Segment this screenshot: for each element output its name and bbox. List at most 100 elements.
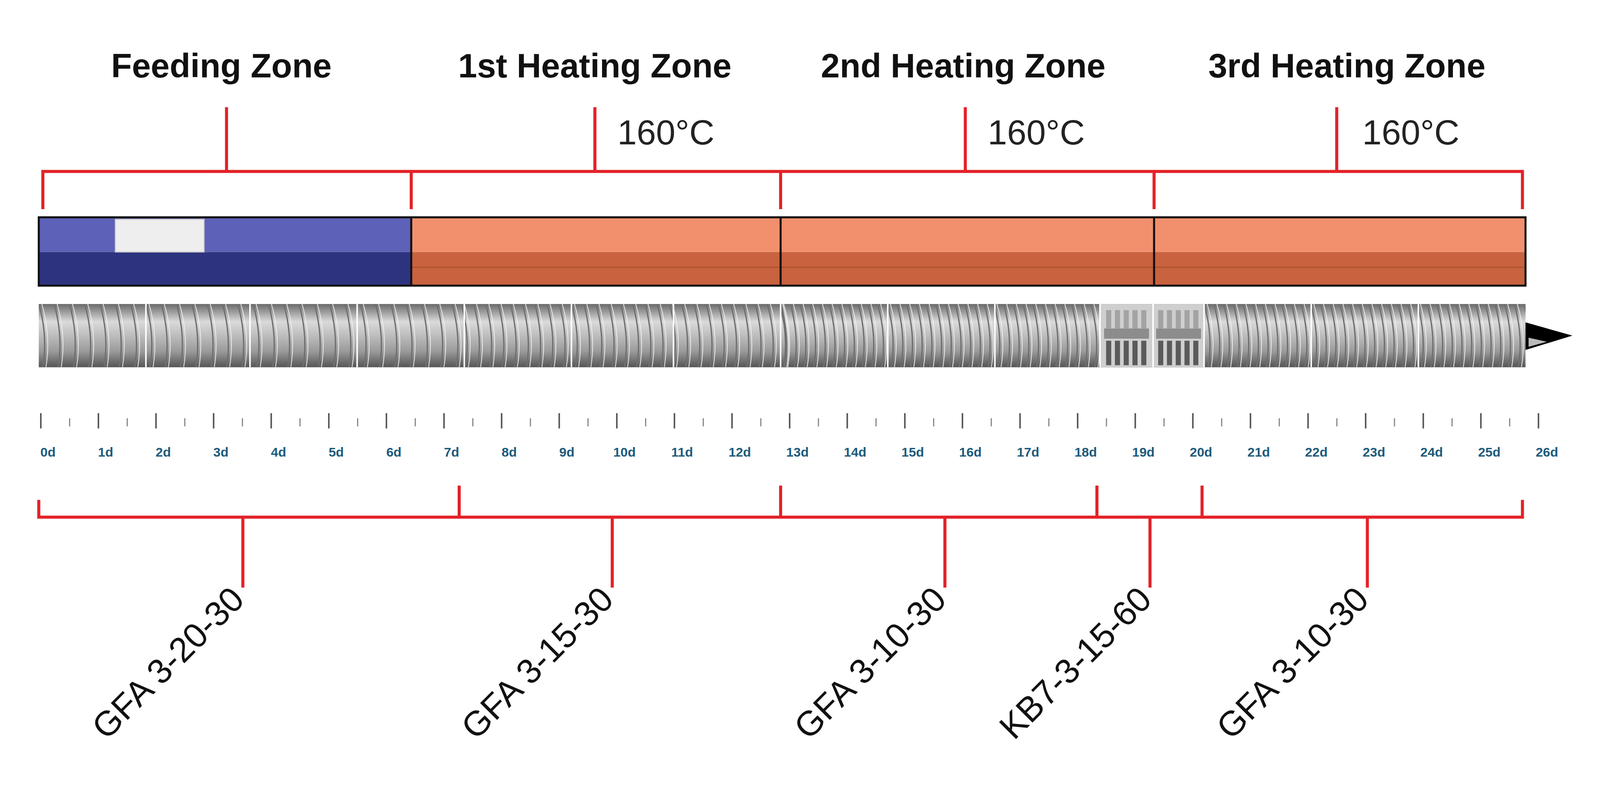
scale-label: 17d (1016, 445, 1040, 460)
flight-highlight (562, 304, 569, 368)
scale-label: 16d (959, 445, 982, 460)
flight-edge (595, 304, 603, 368)
flight-edge (283, 304, 290, 368)
flight-edge (1223, 304, 1230, 368)
element-joint (672, 304, 675, 368)
major-tick (328, 413, 330, 429)
temperature-label: 160°C (987, 113, 1085, 152)
kneading-disc (1175, 341, 1182, 366)
flight-edge (1204, 304, 1211, 368)
feeding-barrel-shade (38, 251, 412, 286)
flight-highlight (1294, 304, 1301, 368)
flight-highlight (1488, 304, 1495, 368)
major-tick (212, 413, 215, 429)
scale-label: 14d (843, 445, 867, 460)
flight-edge (130, 304, 137, 368)
element-stem (1365, 517, 1370, 588)
kneading-disc (1184, 310, 1190, 329)
barrel-midline (411, 266, 1526, 268)
flight-highlight (103, 304, 110, 368)
flight-edge (1320, 304, 1327, 368)
flight-highlight (709, 304, 716, 368)
flight-edge (1349, 304, 1356, 368)
flight-highlight (72, 304, 79, 368)
minor-tick (1048, 418, 1050, 427)
flight-highlight (87, 304, 94, 368)
flight-edge (161, 304, 168, 368)
flight-edge (1310, 304, 1317, 368)
major-tick (40, 413, 42, 429)
major-tick (1019, 413, 1021, 429)
flight-highlight (1035, 304, 1042, 368)
flight-highlight (148, 304, 155, 368)
scale-label: 8d (501, 445, 517, 460)
flight-edge (1446, 304, 1453, 368)
flight-highlight (1006, 304, 1013, 368)
kneading-disc (1123, 341, 1129, 366)
flight-edge (780, 304, 787, 368)
major-tick (788, 413, 791, 429)
major-tick (1479, 413, 1482, 429)
flight-edge (1339, 304, 1346, 368)
major-tick (385, 413, 388, 429)
flight-highlight (1304, 304, 1311, 368)
flight-edge (790, 304, 797, 368)
flight-edge (945, 304, 952, 368)
element-stem (241, 517, 245, 588)
flight-edge (237, 304, 245, 368)
heated-barrel (411, 217, 1526, 253)
major-tick (731, 413, 734, 429)
kneading-disc (1114, 341, 1121, 366)
flight-edge (298, 304, 305, 368)
flight-highlight (1284, 304, 1291, 368)
major-tick (97, 413, 100, 429)
minor-tick (760, 418, 762, 427)
flight-highlight (770, 304, 777, 368)
flight-edge (644, 304, 651, 368)
kneading-disc (1106, 310, 1112, 329)
flight-edge (38, 304, 45, 368)
scale-label: 26d (1535, 445, 1559, 460)
scale-label: 25d (1478, 445, 1501, 460)
flight-highlight (1275, 304, 1282, 368)
major-tick (270, 413, 273, 429)
flight-edge (1013, 304, 1020, 368)
zone-divider (409, 171, 413, 210)
flight-highlight (758, 304, 765, 368)
flight-highlight (1381, 304, 1388, 368)
flight-edge (473, 304, 480, 368)
element-divider (1200, 485, 1204, 518)
flight-edge (994, 304, 1001, 368)
flight-edge (632, 304, 639, 368)
minor-tick (645, 418, 647, 427)
minor-tick (1221, 418, 1222, 427)
flight-highlight (948, 304, 955, 368)
flight-highlight (967, 304, 975, 368)
flight-highlight (977, 304, 984, 368)
flight-highlight (348, 304, 355, 368)
minor-tick (472, 418, 474, 427)
flight-highlight (647, 304, 654, 368)
flight-highlight (696, 304, 703, 368)
kneading-block (1100, 304, 1205, 368)
flight-highlight (599, 304, 606, 368)
flight-edge (926, 304, 933, 368)
element-joint (994, 304, 996, 368)
scale-label: 10d (613, 445, 636, 460)
flight-edge (1051, 304, 1058, 368)
flight-highlight (1420, 304, 1427, 368)
flight-highlight (1084, 304, 1091, 368)
flight-highlight (1045, 304, 1052, 368)
zone-heading: 2nd Heating Zone (820, 47, 1106, 86)
flight-highlight (488, 304, 496, 368)
flight-highlight (271, 304, 278, 368)
flight-edge (461, 304, 468, 368)
element-joint (779, 304, 782, 368)
flight-highlight (586, 304, 593, 368)
flight-edge (100, 304, 107, 368)
flight-edge (1023, 304, 1030, 368)
flight-edge (1003, 304, 1010, 368)
kneading-disc (1132, 341, 1138, 366)
flight-highlight (1439, 304, 1447, 368)
